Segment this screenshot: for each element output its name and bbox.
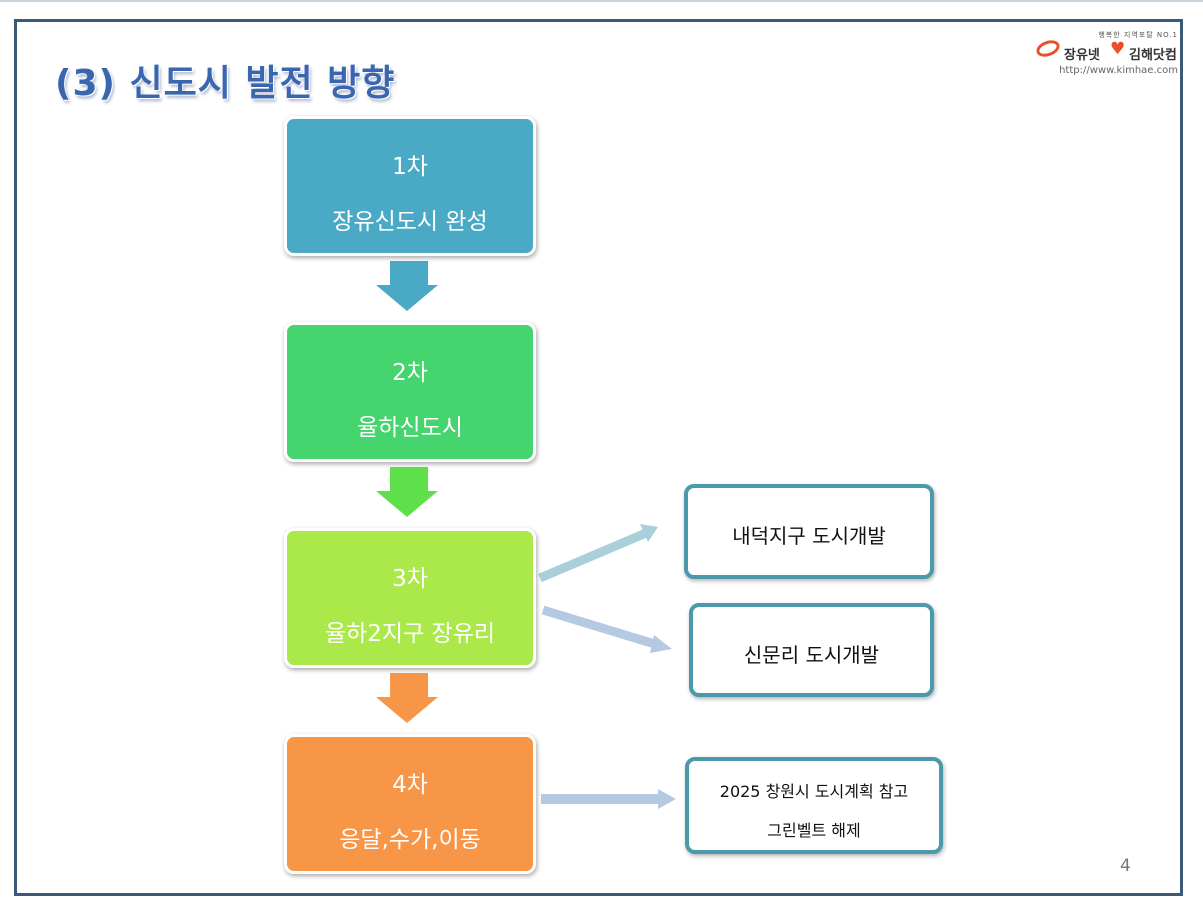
stage-4-label: 응달,수가,이동	[339, 827, 481, 853]
branch-arrow-2	[541, 605, 672, 653]
branch-arrow-3	[541, 789, 676, 809]
down-arrow-3	[376, 673, 438, 723]
site-logo[interactable]: 행복한 지역포탈 NO.1 장유넷 ♥ 김해닷컴 http://www.kimh…	[1030, 30, 1180, 80]
stage-3-box: 3차 율하2지구 장유리	[284, 528, 536, 668]
down-arrow-1	[376, 261, 438, 311]
logo-name-right: 김해닷컴	[1129, 48, 1177, 63]
stage-1-label: 장유신도시 완성	[332, 209, 488, 235]
branch-box-greenbelt: 2025 창원시 도시계획 참고 그린벨트 해제	[685, 757, 943, 854]
stage-3-step: 3차	[392, 566, 428, 592]
top-border-line	[0, 0, 1203, 2]
stage-2-step: 2차	[392, 360, 428, 386]
logo-slogan: 행복한 지역포탈 NO.1	[1098, 31, 1178, 39]
branch-2-label: 신문리 도시개발	[743, 643, 880, 667]
stage-2-label: 율하신도시	[357, 415, 463, 441]
slide-title: (3) 신도시 발전 방향	[55, 63, 396, 104]
heart-icon: ♥	[1110, 39, 1126, 59]
branch-arrow-1	[538, 524, 658, 583]
stage-4-box: 4차 응달,수가,이동	[284, 734, 536, 874]
stage-3-label: 율하2지구 장유리	[324, 621, 496, 647]
branch-3-line1: 2025 창원시 도시계획 참고	[719, 782, 909, 801]
logo-name-left: 장유넷	[1064, 48, 1100, 63]
slide-frame	[14, 19, 1183, 896]
stage-1-box: 1차 장유신도시 완성	[284, 116, 536, 256]
down-arrow-2	[376, 467, 438, 517]
branch-box-sinmunri: 신문리 도시개발	[689, 603, 934, 697]
stage-1-step: 1차	[392, 154, 428, 180]
branch-1-label: 내덕지구 도시개발	[732, 524, 886, 548]
logo-url: http://www.kimhae.com	[1059, 65, 1178, 76]
stage-4-step: 4차	[392, 772, 428, 798]
branch-box-naedeok: 내덕지구 도시개발	[684, 484, 934, 579]
page-number: 4	[1120, 856, 1131, 876]
branch-3-line2: 그린벨트 해제	[767, 821, 861, 840]
stage-2-box: 2차 율하신도시	[284, 322, 536, 462]
